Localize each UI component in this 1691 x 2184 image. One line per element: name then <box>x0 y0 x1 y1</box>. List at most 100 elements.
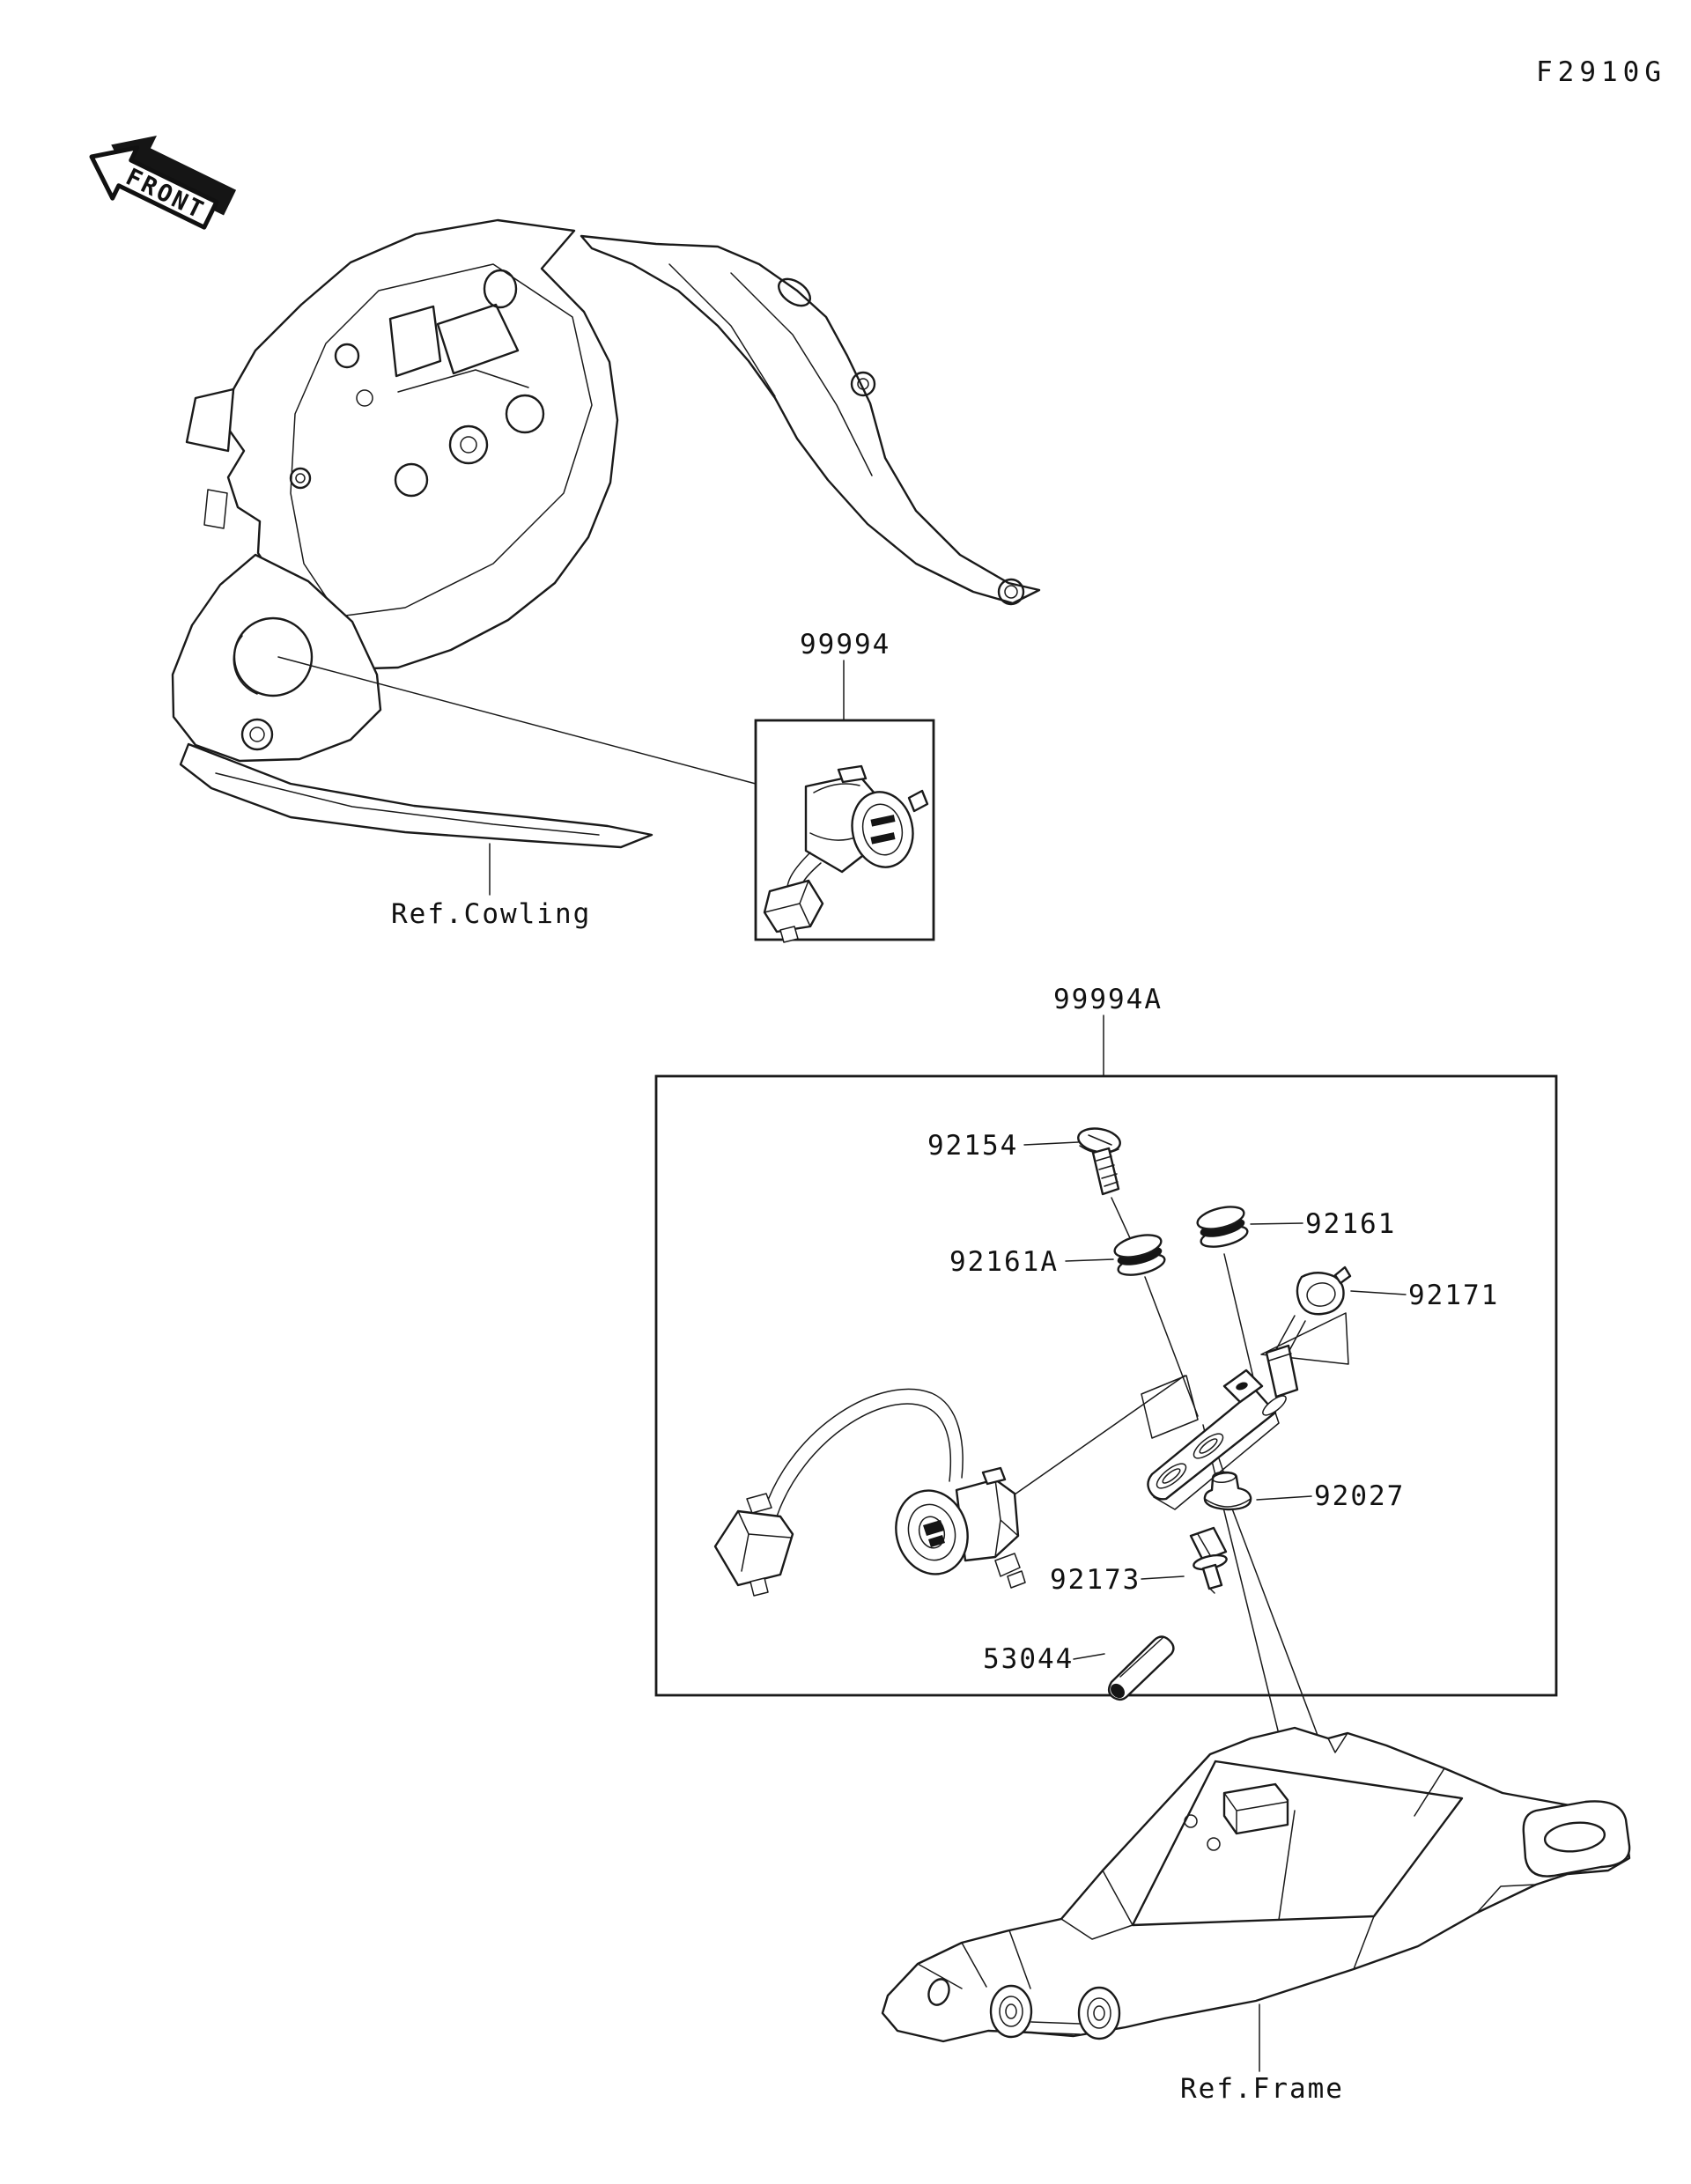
damper-92161 <box>1196 1206 1249 1248</box>
assembly-connector-latch <box>746 1493 772 1514</box>
assembly-key-glyph <box>923 1520 945 1547</box>
leader-line <box>1250 1222 1303 1225</box>
assembly-connector-facets <box>737 1510 792 1572</box>
leader-line <box>1141 1575 1185 1580</box>
collar-top <box>1212 1472 1237 1484</box>
socket-bracket <box>1147 1344 1299 1510</box>
leader-line <box>1065 1258 1114 1262</box>
socket-connector-latch <box>779 926 799 943</box>
callout-53044: 53044 <box>983 1643 1074 1675</box>
assembly-top-tab <box>981 1466 1007 1486</box>
frame-crossmember-slot <box>1543 1821 1606 1853</box>
cowl-hole <box>394 462 429 498</box>
cable-inner <box>776 1403 952 1517</box>
bracket-slot-inner <box>1199 1438 1218 1454</box>
trim-body <box>1107 1635 1175 1701</box>
frame-front-hole <box>927 1978 950 2006</box>
frame-bushing <box>989 1984 1033 2039</box>
frame-mount-block-facets <box>1223 1792 1289 1834</box>
leader-line <box>1256 1495 1312 1501</box>
figure-code: F2910G <box>1536 56 1666 88</box>
frame-bushing-core <box>1005 2003 1017 2019</box>
cowl-flank-tip-boss-inner <box>1004 585 1018 599</box>
frame-bolt-hole <box>1207 1837 1221 1851</box>
damper-top <box>1196 1206 1245 1230</box>
callout-92027: 92027 <box>1314 1480 1405 1512</box>
cowl-hole <box>334 343 360 369</box>
assembly-face-inner <box>918 1516 946 1549</box>
callout-92173: 92173 <box>1050 1564 1141 1596</box>
cowl-hole <box>483 269 518 309</box>
cowl-right-flank <box>580 234 1041 605</box>
cowl-lower-blade <box>179 742 654 849</box>
ref-cowling-label: Ref.Cowling <box>391 898 591 930</box>
frame-drawing: Ref.Frame <box>881 1726 1631 2105</box>
socket-key-bar <box>870 832 896 845</box>
socket-key-bar <box>870 815 896 827</box>
bracket-thickness <box>1153 1412 1280 1510</box>
collar-92027 <box>1203 1471 1252 1511</box>
front-arrow-face <box>89 145 219 230</box>
assembly-face-mid <box>907 1503 956 1561</box>
kit-99994-frame <box>754 719 935 941</box>
cowl-lower-boss <box>240 718 274 751</box>
trim-open-end <box>1111 1683 1125 1699</box>
damper-92161a <box>1113 1234 1166 1276</box>
assembly-housing-facets <box>994 1479 1019 1558</box>
frame-mount-block <box>1222 1782 1289 1835</box>
assembly-connector <box>713 1509 794 1587</box>
screw-axis-line <box>1111 1197 1199 1417</box>
kit-99994a-label: 99994A <box>1053 984 1163 1015</box>
socket-kit-a-box: 99994A <box>654 984 1558 1914</box>
cowl-to-kit-leader <box>277 656 757 785</box>
kit-99994-label: 99994 <box>800 629 890 660</box>
screw-threads <box>1096 1155 1119 1187</box>
clamp-ring-inner <box>1306 1282 1336 1307</box>
cable-outer <box>764 1388 964 1510</box>
front-direction-arrow: FRONT <box>89 136 237 230</box>
frame-notch <box>1327 1732 1348 1753</box>
screw-92154 <box>1077 1127 1121 1196</box>
dc-socket-small <box>763 764 929 943</box>
frame-bushing-inner <box>1087 1997 1111 2029</box>
cowl-blade-ridge <box>215 772 600 836</box>
cowl-trapezoid-opening <box>436 303 520 375</box>
dc-socket-assembly <box>713 1388 1026 1597</box>
cowl-left-ear <box>185 387 235 453</box>
cowl-boss <box>289 467 312 490</box>
frame-crossmember <box>1522 1800 1631 1878</box>
socket-top-tab <box>837 764 868 784</box>
pin-stem <box>1201 1563 1223 1590</box>
cowl-flank-sweep <box>668 263 776 397</box>
pin-tip <box>1209 1588 1215 1594</box>
cowling-drawing: Ref.Cowling <box>171 218 1041 930</box>
frame-rail-lines <box>917 1767 1537 1989</box>
bracket-slot <box>1262 1395 1287 1416</box>
socket-side-tab <box>907 789 929 813</box>
cowl-socket-hole-inner <box>233 635 258 695</box>
callout-92161a: 92161A <box>949 1246 1059 1278</box>
frame-tray-lines <box>1060 1810 1375 1970</box>
cowl-hole <box>448 424 489 465</box>
cowl-lower-boss-inner <box>249 727 265 742</box>
ref-frame-label: Ref.Frame <box>1180 2073 1344 2105</box>
insert-direction-arrow <box>1260 1312 1349 1365</box>
cowl-angular-opening <box>388 305 442 378</box>
cowl-teardrop-hole <box>778 277 811 307</box>
collar-flange <box>1203 1471 1252 1511</box>
callout-92171: 92171 <box>1408 1280 1499 1311</box>
cowl-flank-boss-inner <box>857 378 869 390</box>
cowl-flank-sweep <box>730 272 873 476</box>
screw-shaft <box>1091 1147 1120 1196</box>
damper-top <box>1113 1234 1163 1258</box>
cowl-inner-panel <box>290 263 593 617</box>
socket-connector-facets <box>764 880 811 927</box>
frame-bushing-core <box>1093 2005 1105 2021</box>
trim-53044 <box>1107 1635 1175 1701</box>
frame-bolt-hole <box>1184 1814 1198 1828</box>
cowl-boss-inner <box>295 473 306 483</box>
callout-92161: 92161 <box>1305 1208 1396 1240</box>
clamp-92173 <box>1189 1526 1228 1594</box>
